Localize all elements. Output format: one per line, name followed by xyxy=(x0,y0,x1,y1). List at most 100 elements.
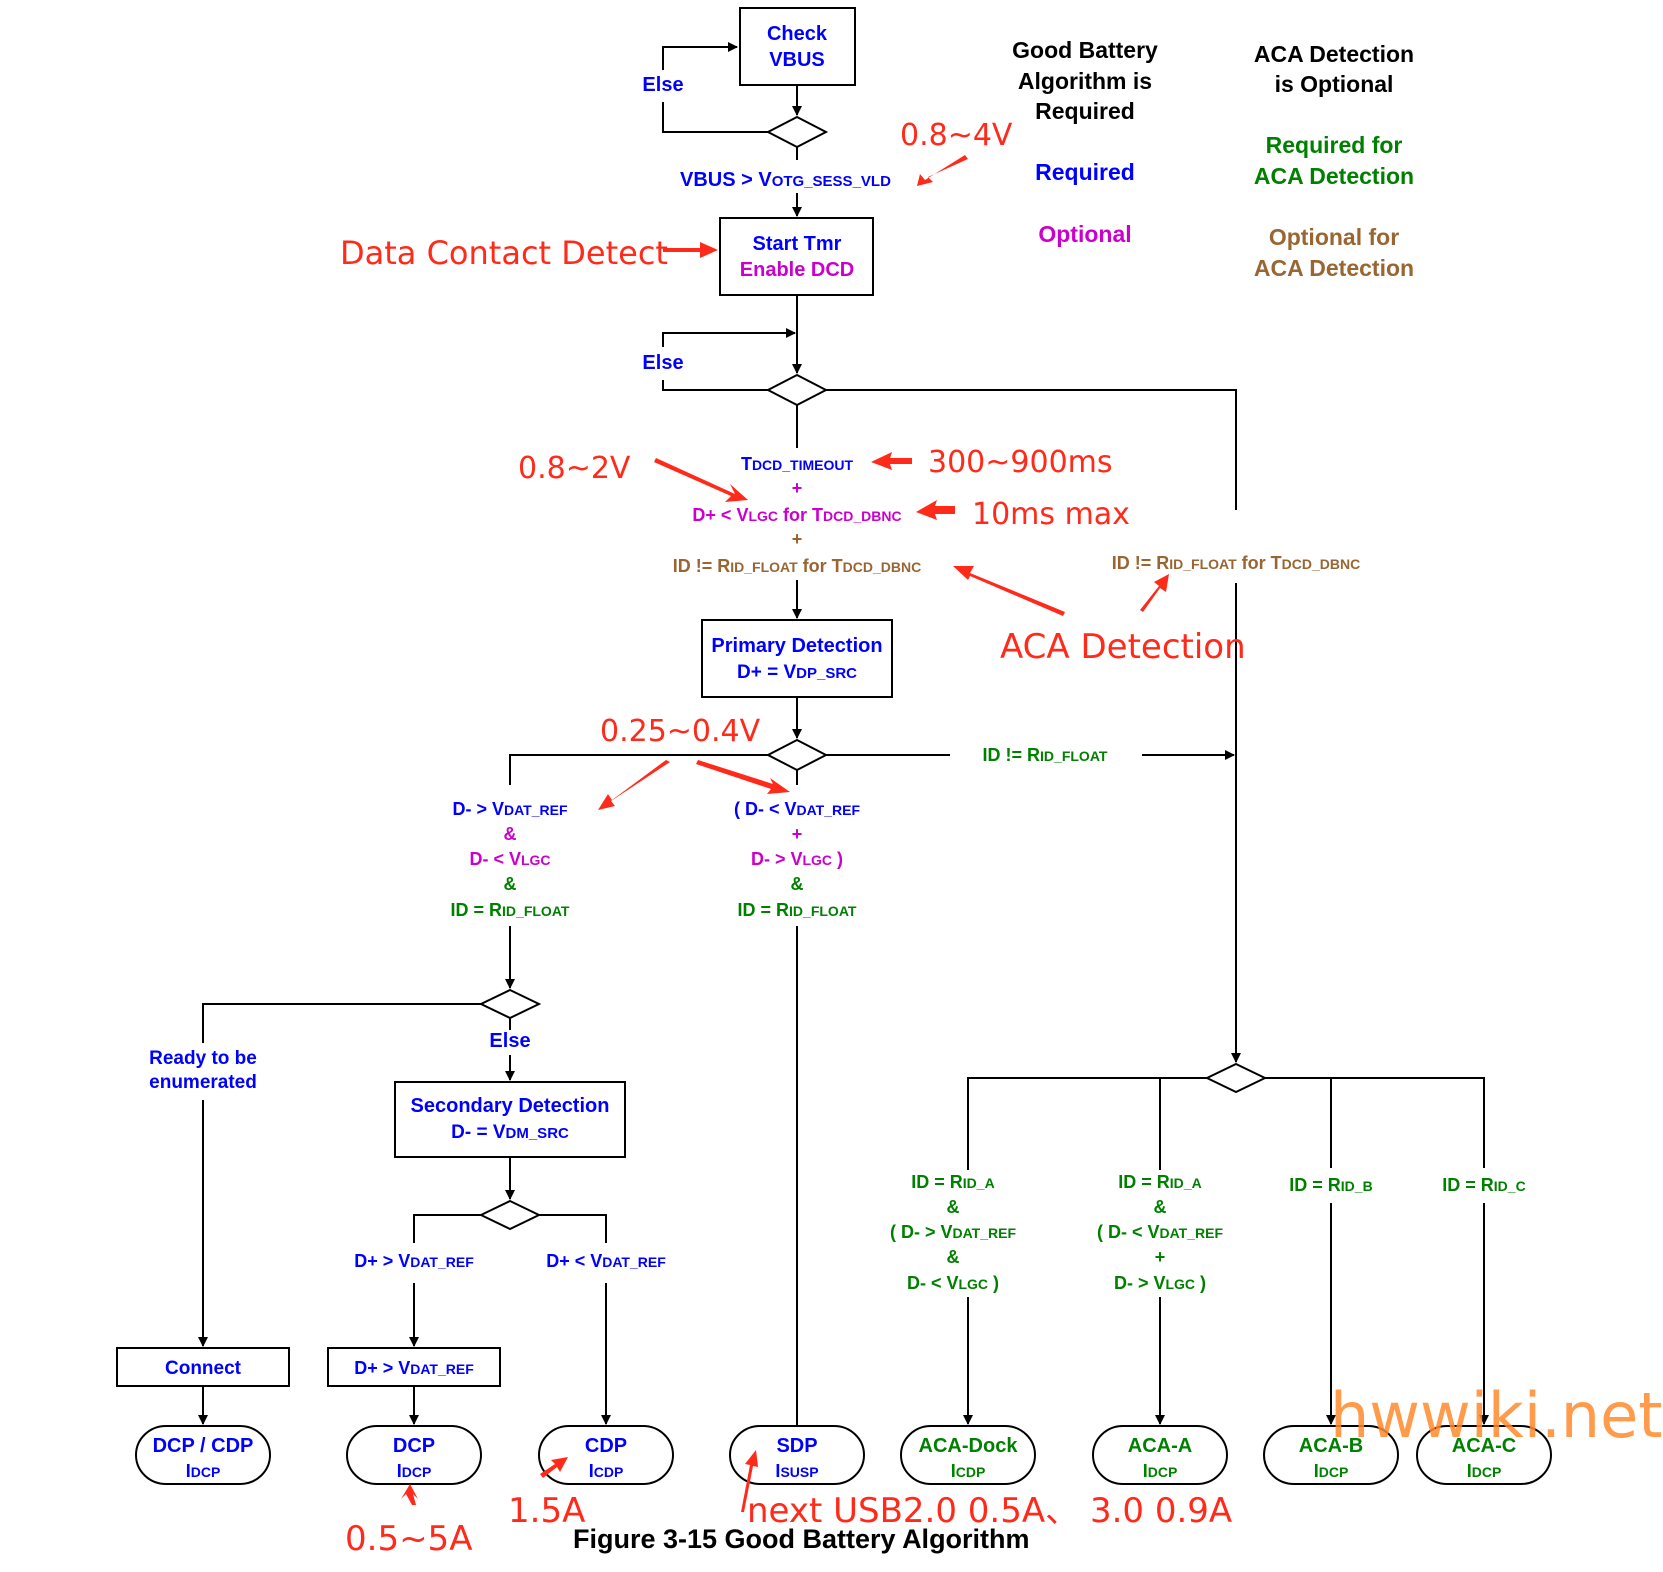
terminal-name: ACA-Dock xyxy=(919,1435,1019,1457)
primary-cond-sub: DP_SRC xyxy=(796,665,857,682)
aca-a-l3-sub: DAT_REF xyxy=(1159,1225,1223,1241)
connect-box xyxy=(116,1347,290,1387)
legend-required: Required xyxy=(1035,159,1135,185)
legend-optional: Optional xyxy=(1038,221,1131,247)
aca-a-l1-main: ID = R xyxy=(1118,1172,1170,1192)
mid-cond-l4: & xyxy=(791,874,804,894)
aca-dock-l5-sub: LGC xyxy=(958,1276,988,1292)
terminal-current-sub: DCP xyxy=(402,1464,432,1480)
annotation-arrow-icon xyxy=(916,500,955,520)
ready-enum-line1: Ready to be xyxy=(149,1048,257,1069)
terminal-current: IDCP xyxy=(1467,1461,1502,1481)
dp-lt-vdat-label: D+ < VDAT_REF xyxy=(546,1251,666,1271)
annotations: 0.8~4V Data Contact Detect 0.8~2V 300~90… xyxy=(340,118,1246,1559)
tdcd-timeout: TDCD_TIMEOUT xyxy=(741,454,854,474)
id-float-left-a: ID != R xyxy=(673,556,731,576)
terminal-current-main: I xyxy=(397,1461,402,1481)
terminal-name: ACA-B xyxy=(1299,1435,1363,1457)
decision-vbus xyxy=(765,115,829,149)
aca-a-cond-l2: & xyxy=(1154,1197,1167,1217)
mid-cond-l2: + xyxy=(792,824,803,844)
else-label-2: Else xyxy=(642,352,683,374)
terminal-current: IDCP xyxy=(186,1461,221,1481)
legend-aca-optional-line2: ACA Detection xyxy=(1254,255,1414,281)
legend-aca-title-line2: is Optional xyxy=(1275,71,1394,97)
terminal-current-main: I xyxy=(775,1461,780,1481)
legend-good-battery: Good Battery Algorithm is Required Requi… xyxy=(1012,37,1158,247)
terminal-current-main: I xyxy=(1314,1461,1319,1481)
legend-gba-title-line1: Good Battery xyxy=(1012,37,1158,63)
annotation-arrow-icon xyxy=(953,566,1065,616)
left-cond-l5-main: ID = R xyxy=(451,900,503,920)
annotation-arrow-icon xyxy=(1140,574,1169,612)
aca-a-l5-tail: ) xyxy=(1195,1273,1206,1293)
aca-dock-l1-main: ID = R xyxy=(911,1172,963,1192)
annotation-arrow-icon xyxy=(401,1484,418,1505)
aca-dock-cond-l5: D- < VLGC ) xyxy=(907,1273,999,1293)
aca-c-branch xyxy=(1265,1077,1485,1168)
else-label-1: Else xyxy=(642,74,683,96)
terminal-capsule xyxy=(346,1425,482,1485)
start-timer-box xyxy=(719,217,874,296)
check-vbus-line2: VBUS xyxy=(769,49,825,71)
vbus-cond-main: VBUS > V xyxy=(680,169,772,191)
terminal-current: IDCP xyxy=(397,1461,432,1481)
aca-c-cond: ID = RID_C xyxy=(1442,1175,1525,1195)
annotation-cdp-current: 1.5A xyxy=(508,1491,585,1531)
legend-aca: ACA Detection is Optional Required for A… xyxy=(1254,41,1414,281)
terminal-current: IDCP xyxy=(1314,1461,1349,1481)
aca-dock-l1-sub: ID_A xyxy=(963,1175,995,1191)
left-cond-l5-sub: ID_FLOAT xyxy=(502,903,570,919)
aca-a-cond-l4: + xyxy=(1155,1247,1166,1267)
primary-detection-box xyxy=(701,619,893,698)
aca-c-cond-main: ID = R xyxy=(1442,1175,1494,1195)
terminal-nodes: DCP / CDPIDCPDCPIDCPCDPICDPSDPISUSPACA-D… xyxy=(135,1425,1552,1485)
aca-dock-l3-sub: DAT_REF xyxy=(952,1225,1016,1241)
ready-enum-line2: enumerated xyxy=(149,1072,257,1093)
id-float-left-d: DCD_DBNC xyxy=(843,559,922,575)
mid-cond-l5: ID = RID_FLOAT xyxy=(738,900,857,920)
dp-gt-vdat-main: D+ > V xyxy=(354,1251,410,1271)
dp-gt-vdat-label: D+ > VDAT_REF xyxy=(354,1251,474,1271)
annotation-arrow-icon xyxy=(598,760,670,810)
aca-b-cond: ID = RID_B xyxy=(1289,1175,1372,1195)
decision-primary xyxy=(765,738,829,772)
annotation-arrow-icon xyxy=(696,760,790,794)
connect-label: Connect xyxy=(165,1358,242,1379)
terminal-current-sub: CDP xyxy=(956,1464,986,1480)
plus-sign-1: + xyxy=(792,478,803,498)
annotation-vdat-range: 0.25~0.4V xyxy=(600,714,761,749)
annotation-dcp-current: 0.5~5A xyxy=(345,1519,472,1559)
id-float-right-d: DCD_DBNC xyxy=(1282,556,1361,572)
terminal-current-sub: DCP xyxy=(1319,1464,1349,1480)
legend-aca-required-line2: ACA Detection xyxy=(1254,163,1414,189)
dcp-branch-line xyxy=(413,1214,481,1243)
annotation-sdp-current: next USB2.0 0.5A、 3.0 0.9A xyxy=(747,1491,1232,1531)
terminal-capsule xyxy=(900,1425,1036,1485)
primary-condition: D+ = VDP_SRC xyxy=(737,662,857,683)
aca-dock-cond-l4: & xyxy=(947,1247,960,1267)
dp-gt-vdat-sub: DAT_REF xyxy=(410,1254,474,1270)
start-tmr-label: Start Tmr xyxy=(753,233,842,255)
aca-dock-branch xyxy=(967,1077,1207,1170)
tdcd-main: T xyxy=(741,454,752,474)
annotation-timeout-range: 300~900ms xyxy=(928,445,1113,480)
id-float-right-c: for T xyxy=(1237,553,1282,573)
terminal-aca-b: ACA-B IDCP xyxy=(1263,1425,1399,1485)
aca-dock-l5-main: D- < V xyxy=(907,1273,959,1293)
terminal-name: ACA-A xyxy=(1128,1435,1192,1457)
aca-branch-line xyxy=(826,389,1237,510)
terminal-current: ICDP xyxy=(589,1461,624,1481)
aca-b-cond-main: ID = R xyxy=(1289,1175,1341,1195)
ready-branch-line xyxy=(202,1003,481,1043)
decision-dcd xyxy=(765,373,829,407)
left-cond-l4: & xyxy=(504,874,517,894)
terminal-current-sub: DCP xyxy=(191,1464,221,1480)
id-not-float-sub: ID_FLOAT xyxy=(1040,748,1108,764)
